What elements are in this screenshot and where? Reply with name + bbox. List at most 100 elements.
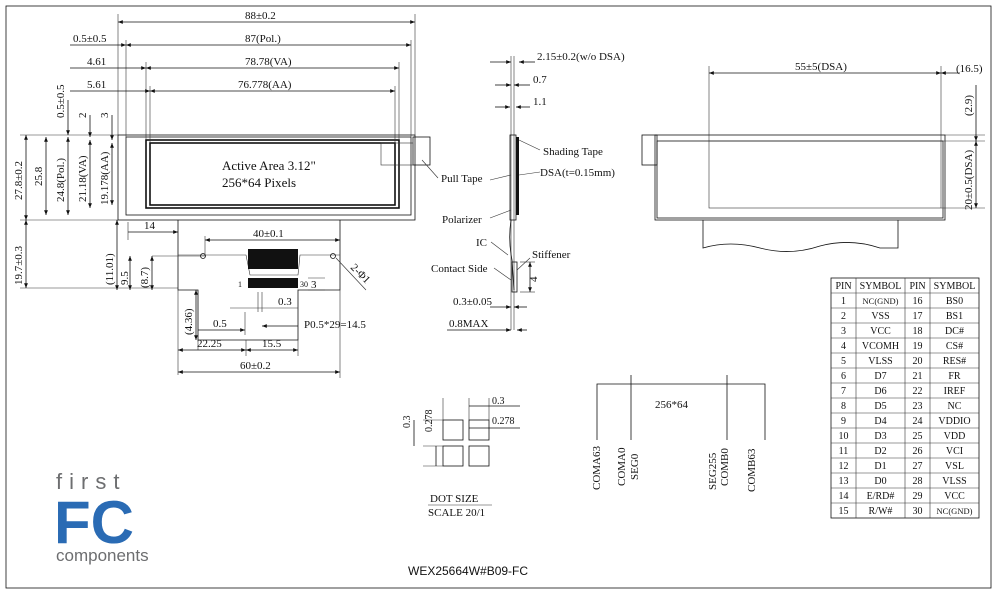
back-fpc-break	[702, 220, 899, 252]
pin-number: 27	[913, 461, 923, 472]
pin-symbol: NC(GND)	[863, 296, 899, 306]
back-shading-tape	[656, 140, 944, 219]
dim-stiffener-4: 4	[528, 276, 540, 282]
back-view: 55±5(DSA) (16.5) (2.9) 20±0.5(DSA)	[641, 61, 985, 252]
dim-fpc-15-5: 15.5	[262, 338, 282, 350]
pin-symbol: VSS	[871, 311, 889, 322]
pin-number: 16	[913, 296, 923, 307]
pin-symbol: D1	[874, 461, 886, 472]
drawing-border	[5, 5, 992, 589]
dim-aa-offset: 5.61	[87, 79, 106, 91]
dim-dsa-height: 20±0.5(DSA)	[963, 150, 975, 210]
pin-symbol: VLSS	[942, 476, 966, 487]
pin-number: 11	[839, 446, 849, 457]
dot-pitch-v: 0.3	[402, 416, 413, 429]
pin-symbol: E/RD#	[867, 491, 895, 502]
active-area	[149, 142, 396, 206]
dim-dsa-2-9: (2.9)	[963, 95, 975, 116]
pin-symbol: BS1	[946, 311, 963, 322]
fpc-pin-last: 30	[300, 280, 308, 289]
pin-number: 3	[841, 326, 846, 337]
label-contact-side: Contact Side	[431, 263, 488, 275]
dot-size-detail: 0.3 0.278 0.3 0.278 DOT SIZE SCALE 20/1	[402, 396, 520, 519]
scan-coma63: COMA63	[591, 445, 603, 490]
dim-aa-width: 76.778(AA)	[238, 79, 292, 91]
pin-number: 12	[839, 461, 849, 472]
scan-comb63: COMB63	[746, 448, 758, 492]
pin-number: 21	[913, 371, 923, 382]
pin-number: 8	[841, 401, 846, 412]
dim-height-va: 21.18(VA)	[77, 155, 89, 202]
dot-3	[442, 445, 464, 467]
pin-symbol: RES#	[943, 356, 966, 367]
scan-seg255: SEG255	[707, 452, 719, 490]
pin-symbol: D3	[874, 431, 886, 442]
pin-symbol: R/W#	[869, 506, 893, 517]
pin-number: 1	[841, 296, 846, 307]
pin-number: 29	[913, 491, 923, 502]
dim-fpc-total: 60±0.2	[240, 360, 271, 372]
dim-va-width: 78.78(VA)	[245, 56, 292, 68]
dim-width-total: 88±0.2	[245, 10, 276, 22]
pin-symbol: VDD	[944, 431, 966, 442]
pin-number: 22	[913, 386, 923, 397]
dim-glass-1-1: 1.1	[533, 96, 547, 108]
dot-pitch-h: 0.3	[492, 396, 505, 407]
pin-symbol: FR	[948, 371, 961, 382]
dim-fpc-9-5: 9.5	[119, 271, 131, 285]
pin-symbol: D4	[874, 416, 886, 427]
scan-seg0: SEG0	[629, 453, 641, 480]
dot-1	[442, 419, 464, 441]
pin-number: 13	[839, 476, 849, 487]
pin-symbol: D0	[874, 476, 886, 487]
pin-number: 25	[913, 431, 923, 442]
pin-symbol: IREF	[944, 386, 966, 397]
dim-fpc-8-7: (8.7)	[139, 267, 151, 288]
pin-number: 14	[839, 491, 849, 502]
fpc-contacts	[248, 278, 298, 288]
dim-fpc-length: 19.7±0.3	[13, 245, 25, 285]
pin-symbol: D7	[874, 371, 886, 382]
pin-symbol: CS#	[946, 341, 963, 352]
pull-tape-area	[380, 142, 414, 166]
pin-table-header: SYMBOL	[934, 281, 976, 292]
pin-table-header: PIN	[835, 281, 851, 292]
pin-number: 30	[913, 506, 923, 517]
pin-number: 23	[913, 401, 923, 412]
pin-number: 15	[839, 506, 849, 517]
logo-first: first	[56, 469, 126, 494]
part-number: WEX25664W#B09-FC	[408, 564, 528, 578]
dim-dsa-width: 55±5(DSA)	[795, 61, 847, 73]
dot-size-v: 0.278	[424, 410, 435, 433]
dim-pol-offset: 0.5±0.5	[73, 33, 107, 45]
dot-size-title: DOT SIZE	[430, 493, 479, 505]
pin-number: 20	[913, 356, 923, 367]
dim-pin-span: P0.5*29=14.5	[304, 319, 366, 331]
dim-top-3: 3	[99, 112, 111, 118]
pin-symbol: D5	[874, 401, 886, 412]
pin-number: 17	[913, 311, 923, 322]
scan-coma0: COMA0	[616, 447, 628, 486]
pin-table-header: PIN	[909, 281, 925, 292]
front-view: Active Area 3.12" 256*64 Pixels 88±0.2 0…	[13, 10, 439, 378]
pin-symbol: DC#	[945, 326, 964, 337]
dot-size-scale: SCALE 20/1	[428, 507, 485, 519]
dim-contact-length: 3	[311, 279, 317, 291]
dim-height-aa: 19.178(AA)	[99, 151, 111, 205]
dim-fpc-thickness: 0.3±0.05	[453, 296, 493, 308]
pin-symbol: VDDIO	[938, 416, 970, 427]
label-shading-tape: Shading Tape	[543, 146, 603, 158]
dim-height-glass: 25.8	[33, 166, 45, 186]
dim-top-margin: 0.5±0.5	[55, 84, 67, 118]
pin-symbol: VCOMH	[862, 341, 899, 352]
dim-fpc-4-36: (4.36)	[183, 308, 195, 335]
scan-diagram: 256*64 COMA63 COMA0 SEG0 SEG255 COMB0 CO…	[591, 375, 766, 492]
dim-fpc-11: (11.01)	[104, 253, 116, 285]
dim-glass-0-7: 0.7	[533, 74, 547, 86]
dim-hole-pitch: 40±0.1	[253, 228, 284, 240]
label-dsa: DSA(t=0.15mm)	[540, 167, 615, 179]
dim-va-offset: 4.61	[87, 56, 106, 68]
fpc-ic	[248, 249, 298, 269]
dot-size-h: 0.278	[492, 416, 515, 427]
dim-fpc-22-25: 22.25	[197, 338, 222, 350]
